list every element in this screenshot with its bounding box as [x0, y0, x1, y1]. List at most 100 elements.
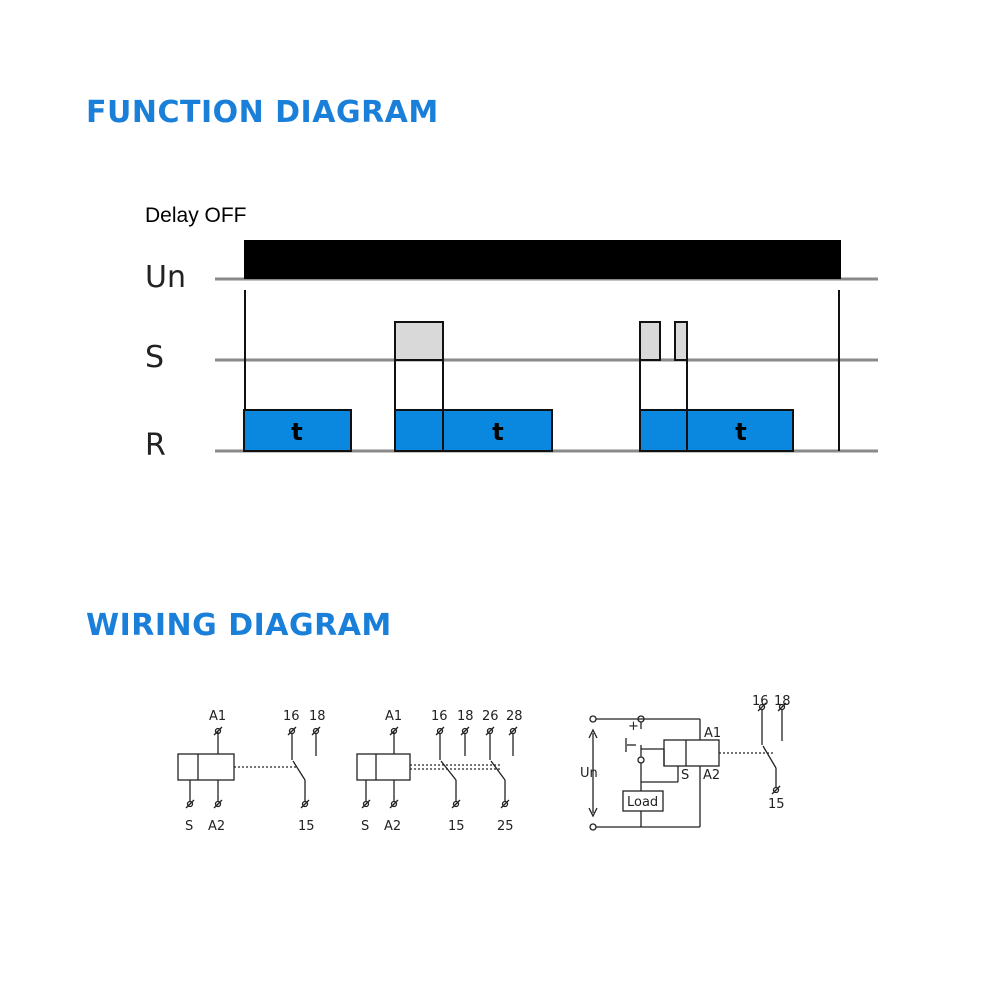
diagram-circle	[758, 703, 766, 711]
diagram-polyline	[588, 728, 598, 739]
diagram-circle	[214, 727, 222, 735]
terminal-label: S	[185, 819, 193, 834]
terminal-label: S	[681, 768, 689, 783]
diagram-line	[485, 726, 495, 736]
diagram-circle	[509, 727, 517, 735]
terminal-label: 25	[497, 819, 514, 834]
diagram-line	[361, 799, 371, 809]
diagram-line	[771, 785, 781, 795]
diagram-circle	[390, 727, 398, 735]
terminal-label: 16	[283, 709, 300, 724]
circuit-2: A1 16 18 26 28 S A2 15 25	[356, 709, 523, 834]
terminal-label: 18	[457, 709, 474, 724]
signal-label-r: R	[145, 428, 166, 463]
terminal-label: A1	[385, 709, 402, 724]
diagram-line	[440, 760, 457, 781]
diagram-g: + Un Load 16 18 A1 S A2 15	[580, 694, 791, 812]
diagram-line	[508, 726, 518, 736]
diagram-circle	[501, 800, 509, 808]
diagram-circle	[486, 727, 494, 735]
diagram-line	[500, 799, 510, 809]
terminal-label: 15	[298, 819, 315, 834]
terminal-label: 16	[752, 694, 769, 709]
relay-coil	[177, 753, 235, 781]
terminal-label: A2	[703, 768, 720, 783]
terminal-label: A2	[208, 819, 225, 834]
load-box	[622, 790, 664, 812]
diagram-circle	[461, 727, 469, 735]
diagram-circle	[214, 800, 222, 808]
diagram-line	[287, 726, 297, 736]
terminal-label: 18	[774, 694, 791, 709]
terminal-label: 18	[309, 709, 326, 724]
diagram-line	[490, 760, 506, 781]
wiring-diagram-title: WIRING DIAGRAM	[86, 608, 392, 643]
diagram-circle	[778, 703, 786, 711]
guide-lines	[244, 290, 840, 451]
terminal-label: A1	[704, 726, 721, 741]
diagram-polyline	[588, 807, 598, 818]
diagram-line	[451, 799, 461, 809]
diagram-line	[460, 726, 470, 736]
diagram-line	[213, 799, 223, 809]
diagram-g: A1 16 18 26 28 S A2 15 25	[361, 709, 523, 834]
diagram-line	[389, 799, 399, 809]
terminal-label: 28	[506, 709, 523, 724]
signal-label-s: S	[145, 340, 165, 375]
s-pulse-1	[394, 321, 444, 361]
timer-label-2: t	[492, 418, 503, 446]
terminal-label: S	[361, 819, 369, 834]
r-pulse-2	[394, 409, 553, 452]
diagram-circle	[312, 727, 320, 735]
diagram-circle	[589, 823, 597, 831]
circuit-3: + Un Load 16 18 A1 S A2 15	[580, 694, 791, 831]
terminal-label: 16	[431, 709, 448, 724]
diagram-line	[777, 702, 787, 712]
timer-label-3: t	[735, 418, 746, 446]
un-supply-pulse	[244, 240, 841, 279]
diagram-circle	[301, 800, 309, 808]
timer-label-1: t	[291, 418, 302, 446]
mode-label: Delay OFF	[145, 204, 247, 227]
diagram-line	[292, 760, 306, 781]
terminal-label: 15	[448, 819, 465, 834]
terminal-label: 26	[482, 709, 499, 724]
diagram-g: t t t	[291, 418, 746, 446]
supply-label: Un	[580, 766, 598, 781]
diagram-circle	[362, 800, 370, 808]
r-pulse-3	[639, 409, 794, 452]
relay-coil	[663, 739, 720, 767]
diagram-circle	[772, 786, 780, 794]
diagram-circle	[390, 800, 398, 808]
r-pulse-1	[243, 409, 352, 452]
diagram-line	[757, 702, 767, 712]
diagram-line	[300, 799, 310, 809]
terminal-label: A2	[384, 819, 401, 834]
diagram-line	[389, 726, 399, 736]
diagram-circle	[436, 727, 444, 735]
diagram-line	[762, 745, 777, 769]
function-diagram-title: FUNCTION DIAGRAM	[86, 95, 439, 130]
r-pulses	[243, 409, 794, 452]
diagram-line	[213, 726, 223, 736]
s-pulses	[394, 321, 688, 361]
s-pulse-3	[674, 321, 688, 361]
diagram-circle	[637, 756, 645, 764]
diagram-circle	[186, 800, 194, 808]
polarity-label: +	[628, 719, 639, 734]
relay-coil	[356, 753, 411, 781]
circuit-1: A1 16 18 S A2 15	[177, 709, 326, 834]
diagram-line	[311, 726, 321, 736]
diagram-line	[435, 726, 445, 736]
load-label: Load	[627, 795, 658, 810]
terminal-label: A1	[209, 709, 226, 724]
diagram-circle	[452, 800, 460, 808]
diagram-circle	[288, 727, 296, 735]
diagram-circle	[589, 715, 597, 723]
terminal-label: 15	[768, 797, 785, 812]
s-pulse-2	[639, 321, 661, 361]
diagram-line	[185, 799, 195, 809]
diagram-g: A1 16 18 S A2 15	[185, 709, 326, 834]
